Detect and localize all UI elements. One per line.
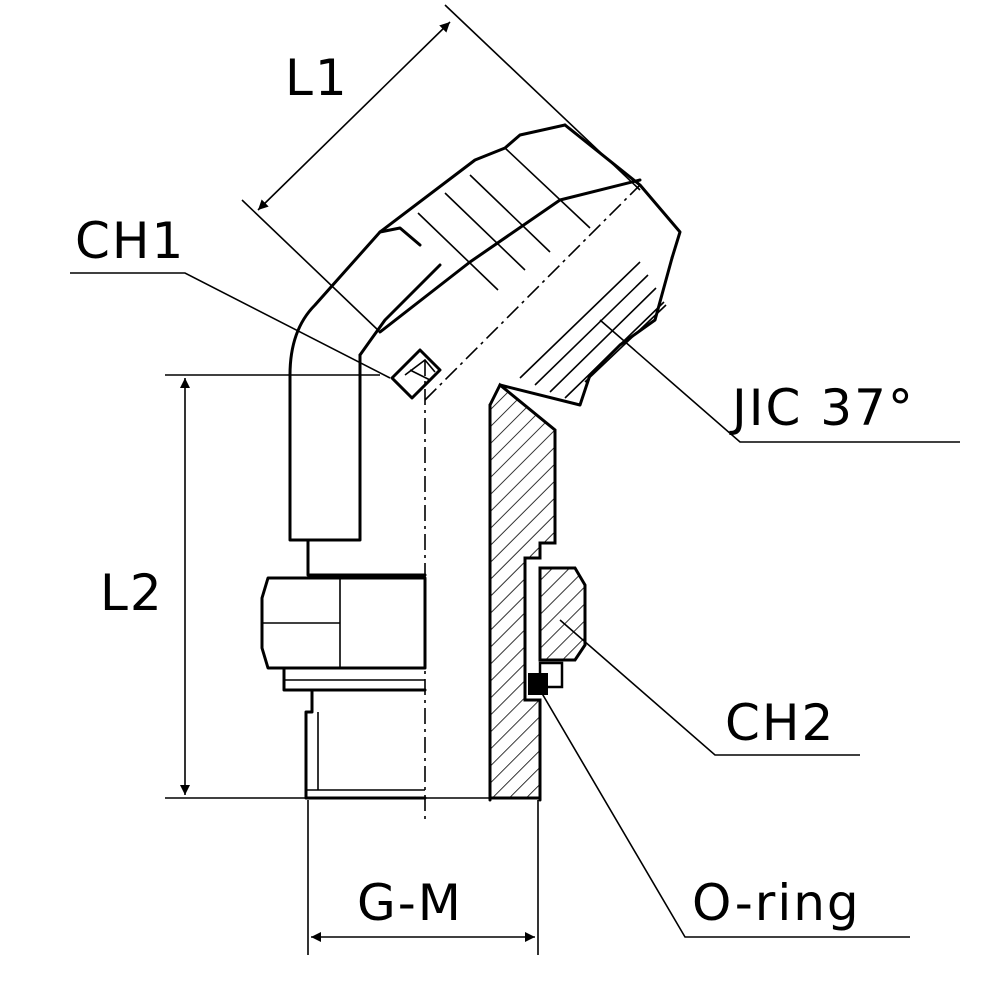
lower-body	[260, 353, 587, 820]
leader-lines	[70, 272, 960, 938]
leader-jic	[599, 319, 960, 443]
label-l1: L1	[285, 49, 349, 107]
leader-ch1	[70, 272, 391, 379]
label-gm: G-M	[357, 874, 463, 932]
label-ch2: CH2	[725, 694, 835, 752]
dimension-l2	[165, 374, 540, 799]
dimension-l1	[241, 4, 641, 333]
label-l2: L2	[100, 564, 164, 622]
label-oring: O-ring	[692, 874, 861, 932]
label-ch1: CH1	[75, 212, 185, 270]
dimension-gm	[307, 800, 539, 955]
label-jic: JIC 37°	[729, 379, 915, 437]
leader-oring	[539, 689, 910, 938]
angled-body	[288, 123, 682, 407]
leader-ch2	[559, 619, 860, 756]
